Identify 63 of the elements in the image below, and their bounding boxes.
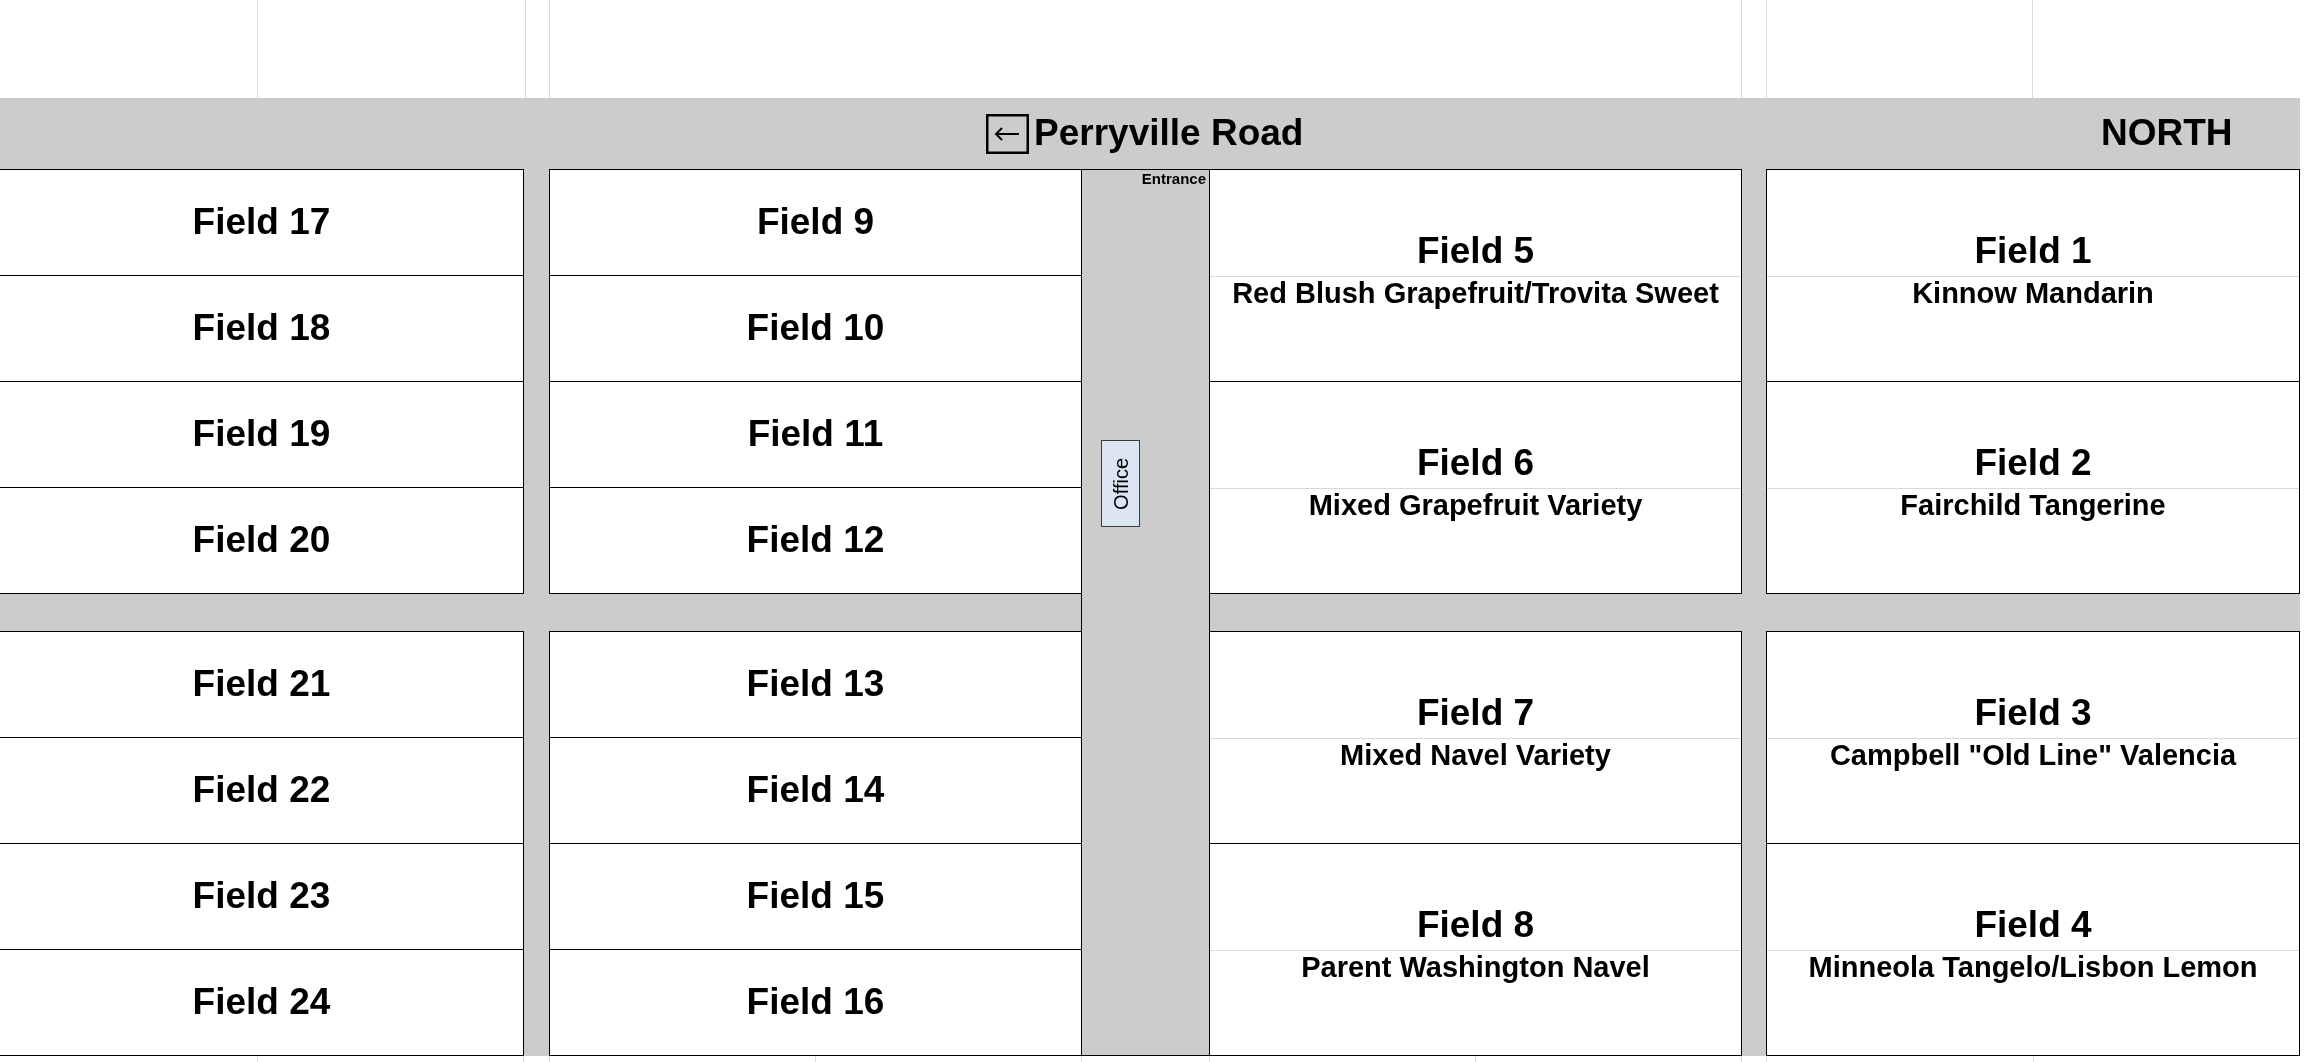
field-name: Field 16 xyxy=(746,982,885,1023)
field-name: Field 7 xyxy=(1416,692,1535,735)
field-plot xyxy=(549,737,1082,844)
field-name: Field 19 xyxy=(192,414,331,455)
field-name: Field 22 xyxy=(192,770,331,811)
variety-label: Kinnow Mandarin xyxy=(1912,275,2154,310)
field-plot xyxy=(0,843,524,950)
field-name: Field 24 xyxy=(192,982,331,1023)
field-name: Field 17 xyxy=(192,202,331,243)
field-name: Field 23 xyxy=(192,876,331,917)
field-plot xyxy=(549,169,1082,276)
field-name: Field 8 xyxy=(1416,904,1535,947)
field-plot xyxy=(0,275,524,382)
field-plot xyxy=(1766,169,2300,382)
field-plot xyxy=(1766,381,2300,594)
field-plot xyxy=(549,381,1082,488)
field-name: Field 1 xyxy=(1974,230,2092,273)
field-plot xyxy=(0,949,524,1056)
field-plot xyxy=(0,487,524,594)
field-plot xyxy=(1766,631,2300,844)
field-plot xyxy=(0,381,524,488)
field-plot xyxy=(1209,631,1742,844)
field-name: Field 14 xyxy=(746,770,885,811)
variety-label: Mixed Navel Variety xyxy=(1340,737,1611,772)
entrance-label: Entrance xyxy=(1141,171,1206,188)
field-name: Field 13 xyxy=(746,664,885,705)
field-plot xyxy=(0,631,524,738)
field-name: Field 11 xyxy=(747,414,884,455)
road-name: Perryville Road xyxy=(1034,113,1304,154)
driveway xyxy=(1081,169,1210,1056)
field-plot xyxy=(1209,381,1742,594)
field-name: Field 3 xyxy=(1974,692,2092,735)
field-name: Field 5 xyxy=(1416,230,1535,273)
office-label: Office xyxy=(1110,457,1131,510)
field-name: Field 20 xyxy=(192,520,331,561)
field-plot xyxy=(549,275,1082,382)
road-band xyxy=(0,98,2300,169)
field-name: Field 15 xyxy=(746,876,885,917)
field-plot xyxy=(549,843,1082,950)
field-plot xyxy=(549,949,1082,1056)
office-building xyxy=(1101,440,1140,527)
field-name: Field 9 xyxy=(756,202,875,243)
field-name: Field 21 xyxy=(192,664,331,705)
variety-label: Minneola Tangelo/Lisbon Lemon xyxy=(1808,949,2258,984)
field-name: Field 4 xyxy=(1974,904,2092,947)
field-name: Field 12 xyxy=(746,520,885,561)
field-name: Field 6 xyxy=(1416,442,1535,485)
variety-label: Fairchild Tangerine xyxy=(1900,487,2166,522)
variety-label: Parent Washington Navel xyxy=(1301,949,1650,984)
field-plot xyxy=(1209,843,1742,1056)
variety-label: Campbell "Old Line" Valencia xyxy=(1829,737,2237,772)
field-name: Field 10 xyxy=(746,308,885,349)
field-plot xyxy=(0,169,524,276)
field-plot xyxy=(1209,169,1742,382)
field-plot xyxy=(549,487,1082,594)
compass-direction: NORTH xyxy=(2101,113,2233,154)
field-plot xyxy=(549,631,1082,738)
variety-label: Red Blush Grapefruit/Trovita Sweet xyxy=(1232,275,1719,310)
field-name: Field 2 xyxy=(1974,442,2092,485)
variety-label: Mixed Grapefruit Variety xyxy=(1308,487,1643,522)
field-plot xyxy=(1766,843,2300,1056)
field-plot xyxy=(0,737,524,844)
field-name: Field 18 xyxy=(192,308,331,349)
